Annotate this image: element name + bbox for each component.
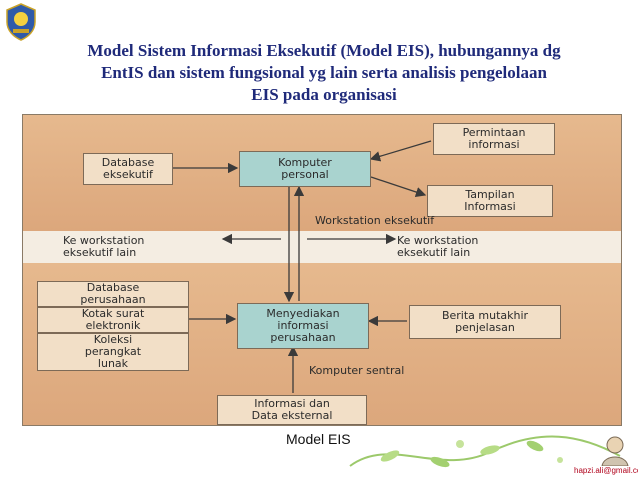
eis-model-diagram: Database eksekutif Komputer personal Per… xyxy=(22,114,622,426)
permintaan-informasi-box: Permintaan informasi xyxy=(433,123,555,155)
komputer-personal-box: Komputer personal xyxy=(239,151,371,187)
database-eksekutif-box: Database eksekutif xyxy=(83,153,173,185)
ke-workstation-right-label: Ke workstation eksekutif lain xyxy=(397,234,479,259)
contact-email: hapzi.ali@gmail.com xyxy=(574,466,638,475)
workstation-eksekutif-label: Workstation eksekutif xyxy=(315,214,435,227)
diagram-arrows xyxy=(173,140,432,393)
figure-caption: Model EIS xyxy=(286,431,351,447)
menyediakan-informasi-box: Menyediakan informasi perusahaan xyxy=(237,303,369,349)
komputer-sentral-label: Komputer sentral xyxy=(309,364,405,377)
kotak-surat-box: Kotak surat elektronik xyxy=(37,307,189,333)
database-perusahaan-box: Database perusahaan xyxy=(37,281,189,307)
berita-mutakhir-box: Berita mutakhir penjelasan xyxy=(409,305,561,339)
title-line-3: EIS pada organisasi xyxy=(251,85,397,104)
leaf-decoration-icon xyxy=(349,435,621,468)
title-line-1: Model Sistem Informasi Eksekutif (Model … xyxy=(87,41,561,60)
tampilan-informasi-box: Tampilan Informasi xyxy=(427,185,553,217)
slide-title: Model Sistem Informasi Eksekutif (Model … xyxy=(40,40,608,106)
koleksi-perangkat-box: Koleksi perangkat lunak xyxy=(37,333,189,371)
presenter-avatar-icon xyxy=(601,436,629,466)
ke-workstation-left-label: Ke workstation eksekutif lain xyxy=(63,234,145,259)
institution-logo-icon xyxy=(6,3,36,41)
informasi-data-eksternal-box: Informasi dan Data eksternal xyxy=(217,395,367,425)
title-line-2: EntIS dan sistem fungsional yg lain sert… xyxy=(101,63,547,82)
